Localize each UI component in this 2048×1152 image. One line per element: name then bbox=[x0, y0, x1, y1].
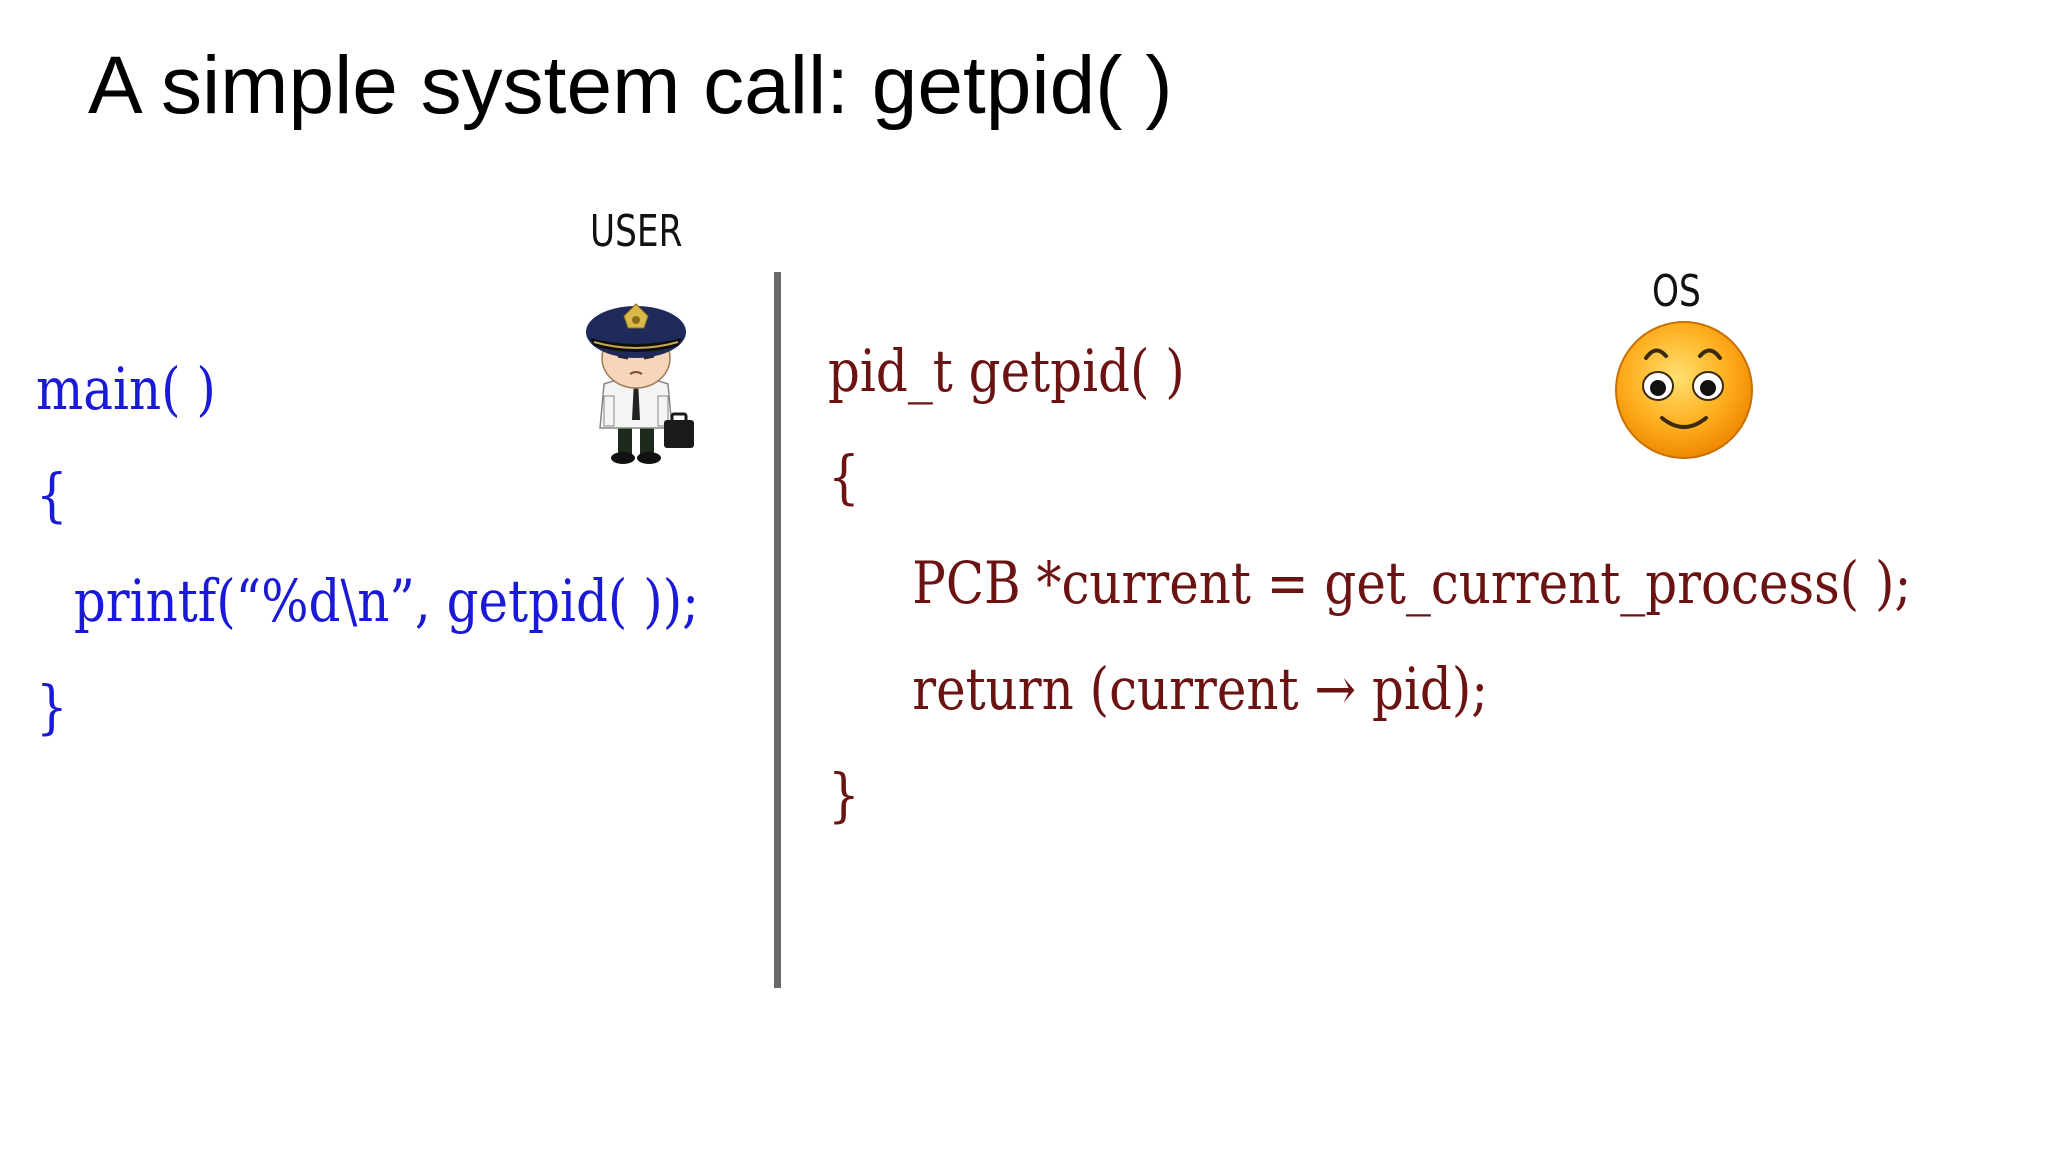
police-officer-cartoon-icon bbox=[586, 303, 694, 464]
os-label: OS bbox=[1652, 266, 1701, 317]
user-code-block: main( ) {printf(“%d\n”, getpid( ));} bbox=[36, 336, 699, 760]
os-code-line: pid_t getpid( ) bbox=[828, 337, 1185, 405]
user-code-line: } bbox=[36, 673, 68, 741]
user-label: USER bbox=[590, 206, 683, 257]
smiley-face-icon bbox=[1615, 321, 1753, 459]
vertical-divider bbox=[774, 272, 781, 988]
os-code-line: PCB *current = get_current_process( ); bbox=[912, 549, 1912, 617]
os-code-block: pid_t getpid( ) { PCB *current = get_curre… bbox=[828, 318, 1911, 848]
user-code-line: main( ) bbox=[36, 355, 216, 423]
os-code-line: return (current → pid); bbox=[912, 655, 1489, 723]
os-code-line: } bbox=[828, 761, 860, 829]
slide-title: A simple system call: getpid( ) bbox=[88, 40, 1173, 131]
user-code-line: { bbox=[36, 461, 68, 529]
os-code-line: { bbox=[828, 443, 860, 511]
user-code-line: printf(“%d\n”, getpid( )); bbox=[73, 567, 699, 635]
